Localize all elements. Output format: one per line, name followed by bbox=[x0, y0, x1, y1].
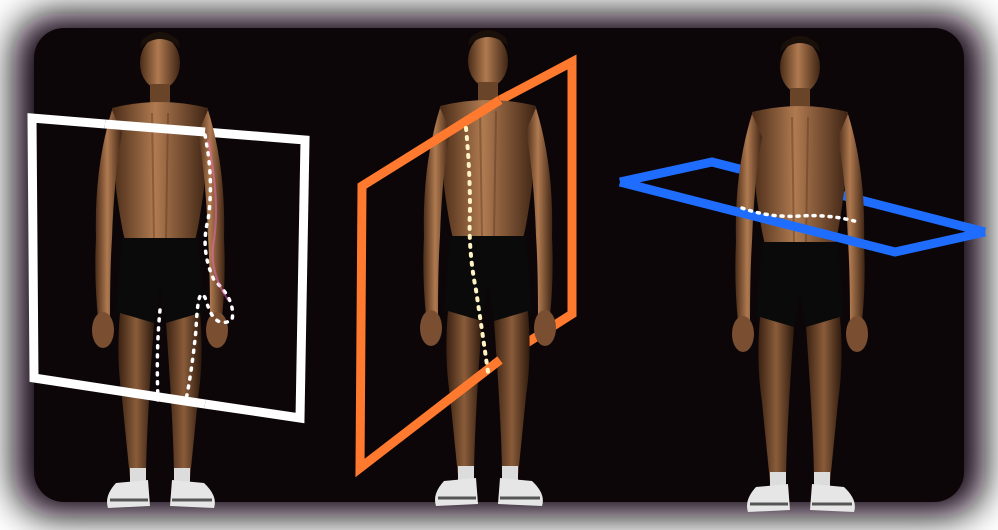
image-frame bbox=[0, 0, 998, 530]
anatomical-planes-photo bbox=[0, 0, 998, 530]
